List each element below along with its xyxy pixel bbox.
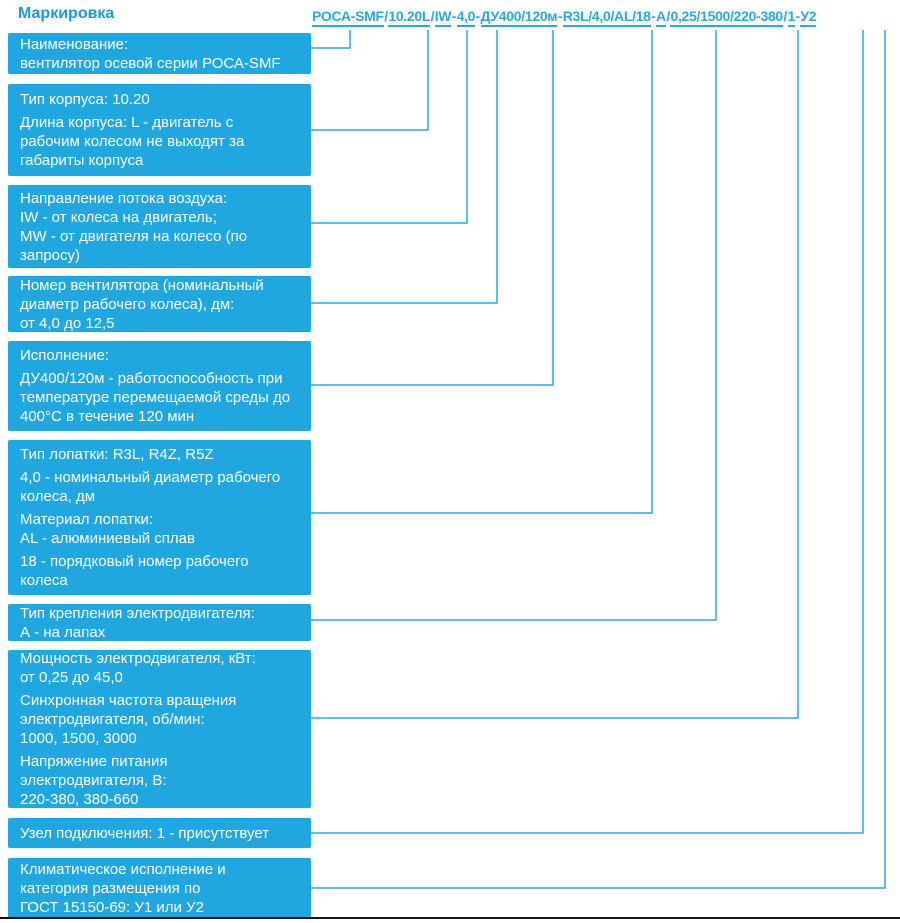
- connector-line-10: [311, 30, 886, 889]
- connector-line-4: [311, 30, 498, 304]
- code-separator: -: [651, 8, 656, 24]
- label-line: 1000, 1500, 3000: [20, 730, 137, 747]
- label-line: Наименование:: [20, 35, 129, 53]
- code-segment-5: ДУ400/120м: [480, 8, 558, 27]
- label-paragraph: Тип крепления электродвигателя:А - на ла…: [8, 604, 311, 642]
- label-line: электродвигателя, об/мин:: [20, 711, 205, 728]
- label-line: вентилятор осевой серии РОСА-SMF: [20, 54, 281, 72]
- label-line: А - на лапах: [20, 623, 106, 641]
- code-segment-3: IW: [434, 8, 452, 27]
- code-separator: /: [666, 8, 670, 24]
- code-segment-1: РОСА-SMF: [312, 8, 384, 27]
- label-box-design: Исполнение: ДУ400/120м - работоспособност…: [8, 341, 311, 431]
- label-line: ГОСТ 15150-69: У1 или У2: [20, 898, 204, 916]
- label-line: Направление потока воздуха:: [20, 189, 228, 207]
- label-box-airflow-direction: Направление потока воздуха:IW - от колес…: [8, 185, 311, 268]
- label-line: Узел подключения: 1 - присутствует: [20, 824, 270, 842]
- label-paragraph: 4,0 - номинальный диаметр рабочего колеса…: [8, 468, 311, 506]
- connector-line-9: [311, 30, 864, 834]
- code-separator: /: [783, 8, 787, 24]
- page-title: Маркировка: [18, 5, 115, 22]
- label-box-motor-power: Мощность электродвигателя, кВт: от 0,25 д…: [8, 650, 311, 808]
- label-line: 220-380, 380-660: [20, 791, 139, 808]
- label-line: температуре перемещаемой среды до: [20, 389, 291, 406]
- connector-line-8: [311, 30, 799, 719]
- label-line: колеса, дм: [20, 488, 96, 505]
- label-paragraph: 18 - порядковый номер рабочего колеса: [8, 552, 311, 590]
- label-box-name: Наименование:вентилятор осевой серии РОС…: [8, 33, 311, 74]
- label-line: электродвигателя, В:: [20, 772, 167, 789]
- label-paragraph: Узел подключения: 1 - присутствует: [8, 824, 311, 843]
- code-separator: /: [430, 8, 435, 24]
- code-separator: -: [795, 8, 801, 24]
- label-paragraph: ДУ400/120м - работоспособность при темпер…: [8, 369, 311, 426]
- connector-line-7: [311, 30, 717, 621]
- model-code: РОСА-SMF/10.20L/IW-4,0-ДУ400/120м-R3L/4,…: [312, 8, 817, 27]
- label-line: 400°С в течение 120 мин: [20, 408, 195, 425]
- label-line: Тип крепления электродвигателя:: [20, 604, 255, 622]
- label-line: 4,0 - номинальный диаметр рабочего: [20, 469, 281, 486]
- label-box-connection-unit: Узел подключения: 1 - присутствует: [8, 818, 311, 848]
- label-line: Исполнение:: [20, 347, 109, 364]
- code-segment-4: 4,0: [456, 8, 475, 27]
- label-paragraph: Мощность электродвигателя, кВт: от 0,25 д…: [8, 649, 311, 687]
- connector-line-6: [311, 30, 653, 514]
- label-line: Номер вентилятора (номинальный: [20, 276, 264, 294]
- label-line: MW - от двигателя на колесо (по: [20, 227, 248, 245]
- code-separator: -: [451, 8, 457, 24]
- label-line: Напряжение питания: [20, 753, 168, 770]
- code-segment-7: А: [656, 8, 666, 27]
- connector-line-3: [311, 30, 468, 224]
- label-line: IW - от колеса на двигатель;: [20, 208, 217, 226]
- code-segment-10: У2: [800, 8, 817, 27]
- label-line: ДУ400/120м - работоспособность при: [20, 370, 283, 387]
- label-paragraph: Длина корпуса: L - двигатель с рабочим ко…: [8, 113, 311, 170]
- code-separator: /: [384, 8, 388, 24]
- code-separator: -: [475, 8, 481, 24]
- label-line: Длина корпуса: L - двигатель с: [20, 114, 234, 131]
- code-segment-6: R3L/4,0/AL/18: [562, 8, 651, 27]
- label-line: от 0,25 до 45,0: [20, 669, 123, 686]
- code-segment-2: 10.20L: [388, 8, 430, 27]
- label-box-motor-mount: Тип крепления электродвигателя:А - на ла…: [8, 604, 311, 641]
- connector-line-2: [311, 30, 429, 131]
- label-line: Мощность электродвигателя, кВт:: [20, 650, 256, 667]
- label-paragraph: Напряжение питания электродвигателя, В: 22…: [8, 752, 311, 809]
- connector-line-1: [311, 30, 351, 49]
- code-segment-9: 1: [787, 8, 795, 27]
- label-paragraph: Материал лопатки: AL - алюминиевый сплав: [8, 510, 311, 548]
- label-line: от 4,0 до 12,5: [20, 314, 115, 332]
- label-paragraph: Наименование:вентилятор осевой серии РОС…: [8, 35, 311, 73]
- label-paragraph: Тип корпуса: 10.20: [8, 90, 311, 109]
- label-paragraph: Исполнение:: [8, 346, 311, 365]
- label-paragraph: Синхронная частота вращения электродвигат…: [8, 691, 311, 748]
- label-line: Тип корпуса: 10.20: [20, 91, 150, 108]
- label-line: Тип лопатки: R3L, R4Z, R5Z: [20, 446, 214, 463]
- bottom-rule: [0, 917, 900, 919]
- label-line: колеса: [20, 572, 68, 589]
- label-line: 18 - порядковый номер рабочего: [20, 553, 249, 570]
- label-line: Климатическое исполнение и: [20, 860, 226, 878]
- label-line: Синхронная частота вращения: [20, 692, 237, 709]
- code-separator: -: [557, 8, 563, 24]
- label-line: габариты корпуса: [20, 152, 144, 169]
- code-segment-8: 0,25/1500/220-380: [670, 8, 783, 27]
- label-line: категория размещения по: [20, 879, 201, 897]
- connector-line-5: [311, 30, 554, 386]
- label-box-blade-type: Тип лопатки: R3L, R4Z, R5Z 4,0 - номиналь…: [8, 440, 311, 595]
- label-line: диаметр рабочего колеса), дм:: [20, 295, 235, 313]
- label-line: запросу): [20, 246, 81, 264]
- label-line: рабочим колесом не выходят за: [20, 133, 245, 150]
- label-paragraph: Тип лопатки: R3L, R4Z, R5Z: [8, 445, 311, 464]
- label-paragraph: Направление потока воздуха:IW - от колес…: [8, 189, 311, 265]
- label-line: Материал лопатки:: [20, 511, 154, 528]
- label-line: AL - алюминиевый сплав: [20, 530, 195, 547]
